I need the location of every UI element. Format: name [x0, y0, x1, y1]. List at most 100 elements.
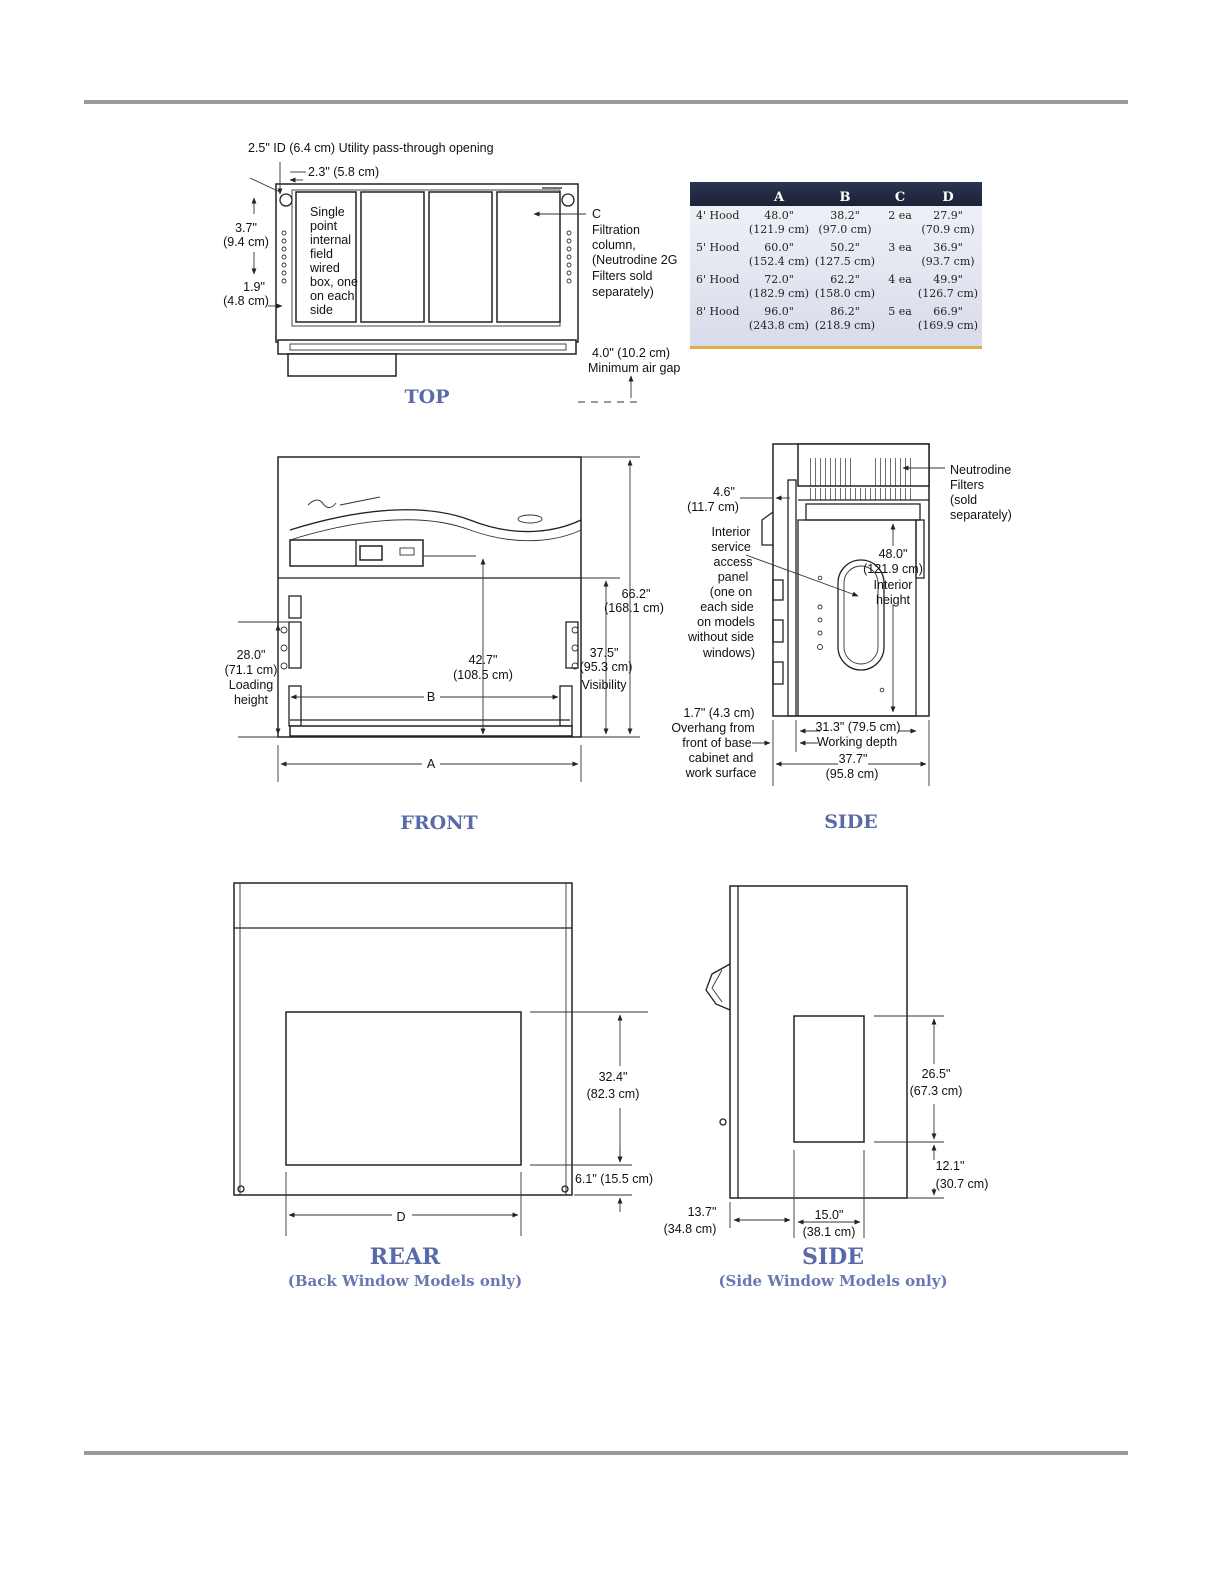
side-depth: 37.7" [839, 752, 868, 766]
panel-line: service [711, 540, 751, 554]
side-view: 4.6" (11.7 cm) Neutrodine Filters (sold … [671, 443, 1012, 833]
table-cell-b: 50.2" [830, 241, 860, 254]
filtration-line: separately) [592, 285, 654, 299]
rear-label-d: D [396, 1210, 405, 1224]
table-cell-b: 38.2" [830, 209, 860, 222]
table-row: 5' Hood 60.0" (152.4 cm) 50.2" (127.5 cm… [696, 241, 975, 268]
top-air-gap-label: Minimum air gap [588, 361, 680, 375]
panel-line: each side [700, 600, 754, 614]
overhang-line: Overhang from [671, 721, 754, 735]
bottom-rule [84, 1451, 1128, 1455]
overhang-line: front of base [682, 736, 752, 750]
table-cell-model: 8' Hood [696, 305, 739, 318]
table-cell-d-cm: (126.7 cm) [918, 287, 978, 300]
overhang-line: work surface [685, 766, 757, 780]
side2-width: 15.0" [815, 1208, 844, 1222]
panel-line: access [714, 555, 753, 569]
wired-box-line: Single [310, 205, 345, 219]
overhang-line: cabinet and [689, 751, 754, 765]
panel-line: windows) [702, 646, 755, 660]
table-cell-b: 62.2" [830, 273, 860, 286]
table-cell-d: 36.9" [933, 241, 963, 254]
front-total-height: 66.2" [622, 587, 651, 601]
panel-line: panel [718, 570, 749, 584]
title-side-window: SIDE [802, 1244, 864, 1270]
wired-box-line: box, one [310, 275, 358, 289]
front-total-height-cm: (168.1 cm) [604, 601, 664, 615]
filters-line: Filters [950, 478, 984, 492]
side-interior-height-cm: (121.9 cm) [863, 562, 923, 576]
front-open-height: 37.5" [590, 646, 619, 660]
table-cell-c: 5 ea [888, 305, 912, 318]
side2-window-height: 26.5" [922, 1067, 951, 1081]
table-row: 6' Hood 72.0" (182.9 cm) 62.2" (158.0 cm… [696, 273, 978, 300]
front-inner-height: 42.7" [469, 653, 498, 667]
filtration-line: Filtration [592, 223, 640, 237]
wired-box-line: field [310, 247, 333, 261]
table-cell-a: 96.0" [764, 305, 794, 318]
wired-box-line: point [310, 219, 338, 233]
top-outlets-right [566, 230, 572, 284]
side-working-depth: 31.3" (79.5 cm) [815, 720, 900, 734]
top-offset: 2.3" (5.8 cm) [308, 165, 379, 179]
top-utility-opening: 2.5" ID (6.4 cm) Utility pass-through op… [248, 141, 494, 155]
front-loading-label-2: height [234, 693, 269, 707]
table-cell-c: 3 ea [888, 241, 912, 254]
top-dim-1-9: 1.9" [243, 280, 265, 294]
title-front: FRONT [400, 812, 477, 834]
top-dim-3-7-cm: (9.4 cm) [223, 235, 269, 249]
table-row: 4' Hood 48.0" (121.9 cm) 38.2" (97.0 cm)… [696, 209, 975, 236]
panel-line: (one on [710, 585, 752, 599]
table-cell-b: 86.2" [830, 305, 860, 318]
side2-front: 13.7" [688, 1205, 717, 1219]
front-open-height-cm: (95.3 cm) [580, 660, 633, 674]
table-cell-a-cm: (243.8 cm) [749, 319, 809, 332]
side-interior-label: Interior [874, 578, 913, 592]
side-depth-cm: (95.8 cm) [826, 767, 879, 781]
table-cell-a-cm: (152.4 cm) [749, 255, 809, 268]
wired-box-line: side [310, 303, 333, 317]
rear-window-height-cm: (82.3 cm) [587, 1087, 640, 1101]
dimension-table: A B C D 4' Hood 48.0" (121.9 cm) 38.2" (… [690, 182, 982, 349]
filters-line: Neutrodine [950, 463, 1011, 477]
title-rear: REAR [370, 1244, 441, 1270]
front-view: 66.2" (168.1 cm) 37.5" (95.3 cm) Visibil… [225, 456, 664, 834]
table-cell-d-cm: (93.7 cm) [921, 255, 974, 268]
panel-line: on models [697, 615, 755, 629]
table-cell-model: 6' Hood [696, 273, 739, 286]
table-cell-a: 72.0" [764, 273, 794, 286]
rear-view: 32.4" (82.3 cm) 6.1" (15.5 cm) D REAR (B… [233, 882, 653, 1290]
table-row: 8' Hood 96.0" (243.8 cm) 86.2" (218.9 cm… [696, 305, 978, 332]
top-outlets-left [281, 230, 287, 284]
table-cell-d: 49.9" [933, 273, 963, 286]
table-cell-d: 27.9" [933, 209, 963, 222]
front-label-a: A [427, 757, 436, 771]
top-air-gap: 4.0" (10.2 cm) [592, 346, 670, 360]
rear-sill: 6.1" (15.5 cm) [575, 1172, 653, 1186]
top-dim-1-9-cm: (4.8 cm) [223, 294, 269, 308]
panel-line: Interior [712, 525, 751, 539]
top-view: 2.5" ID (6.4 cm) Utility pass-through op… [223, 141, 680, 408]
table-cell-d-cm: (169.9 cm) [918, 319, 978, 332]
table-header-c: C [895, 190, 905, 205]
table-header-d: D [942, 190, 953, 205]
table-cell-b-cm: (158.0 cm) [815, 287, 875, 300]
side-filters-note: Neutrodine Filters (sold separately) [950, 463, 1012, 522]
table-cell-model: 4' Hood [696, 209, 739, 222]
top-rule [84, 100, 1128, 104]
table-cell-a: 60.0" [764, 241, 794, 254]
overhang-line: 1.7" (4.3 cm) [683, 706, 754, 720]
front-loading-height-cm: (71.1 cm) [225, 663, 278, 677]
side-overhang-note: 1.7" (4.3 cm) Overhang from front of bas… [671, 706, 756, 780]
front-loading-label: Loading [229, 678, 274, 692]
side-interior-label-2: height [876, 593, 911, 607]
side-panel-note: Interior service access panel (one on ea… [687, 525, 755, 660]
table-cell-c: 4 ea [888, 273, 912, 286]
wired-box-line: internal [310, 233, 351, 247]
filters-line: (sold [950, 493, 977, 507]
top-wired-box-note: Single point internal field wired box, o… [309, 205, 358, 317]
side2-width-cm: (38.1 cm) [803, 1225, 856, 1239]
filtration-line: (Neutrodine 2G [592, 253, 677, 267]
top-dim-3-7: 3.7" [235, 221, 257, 235]
